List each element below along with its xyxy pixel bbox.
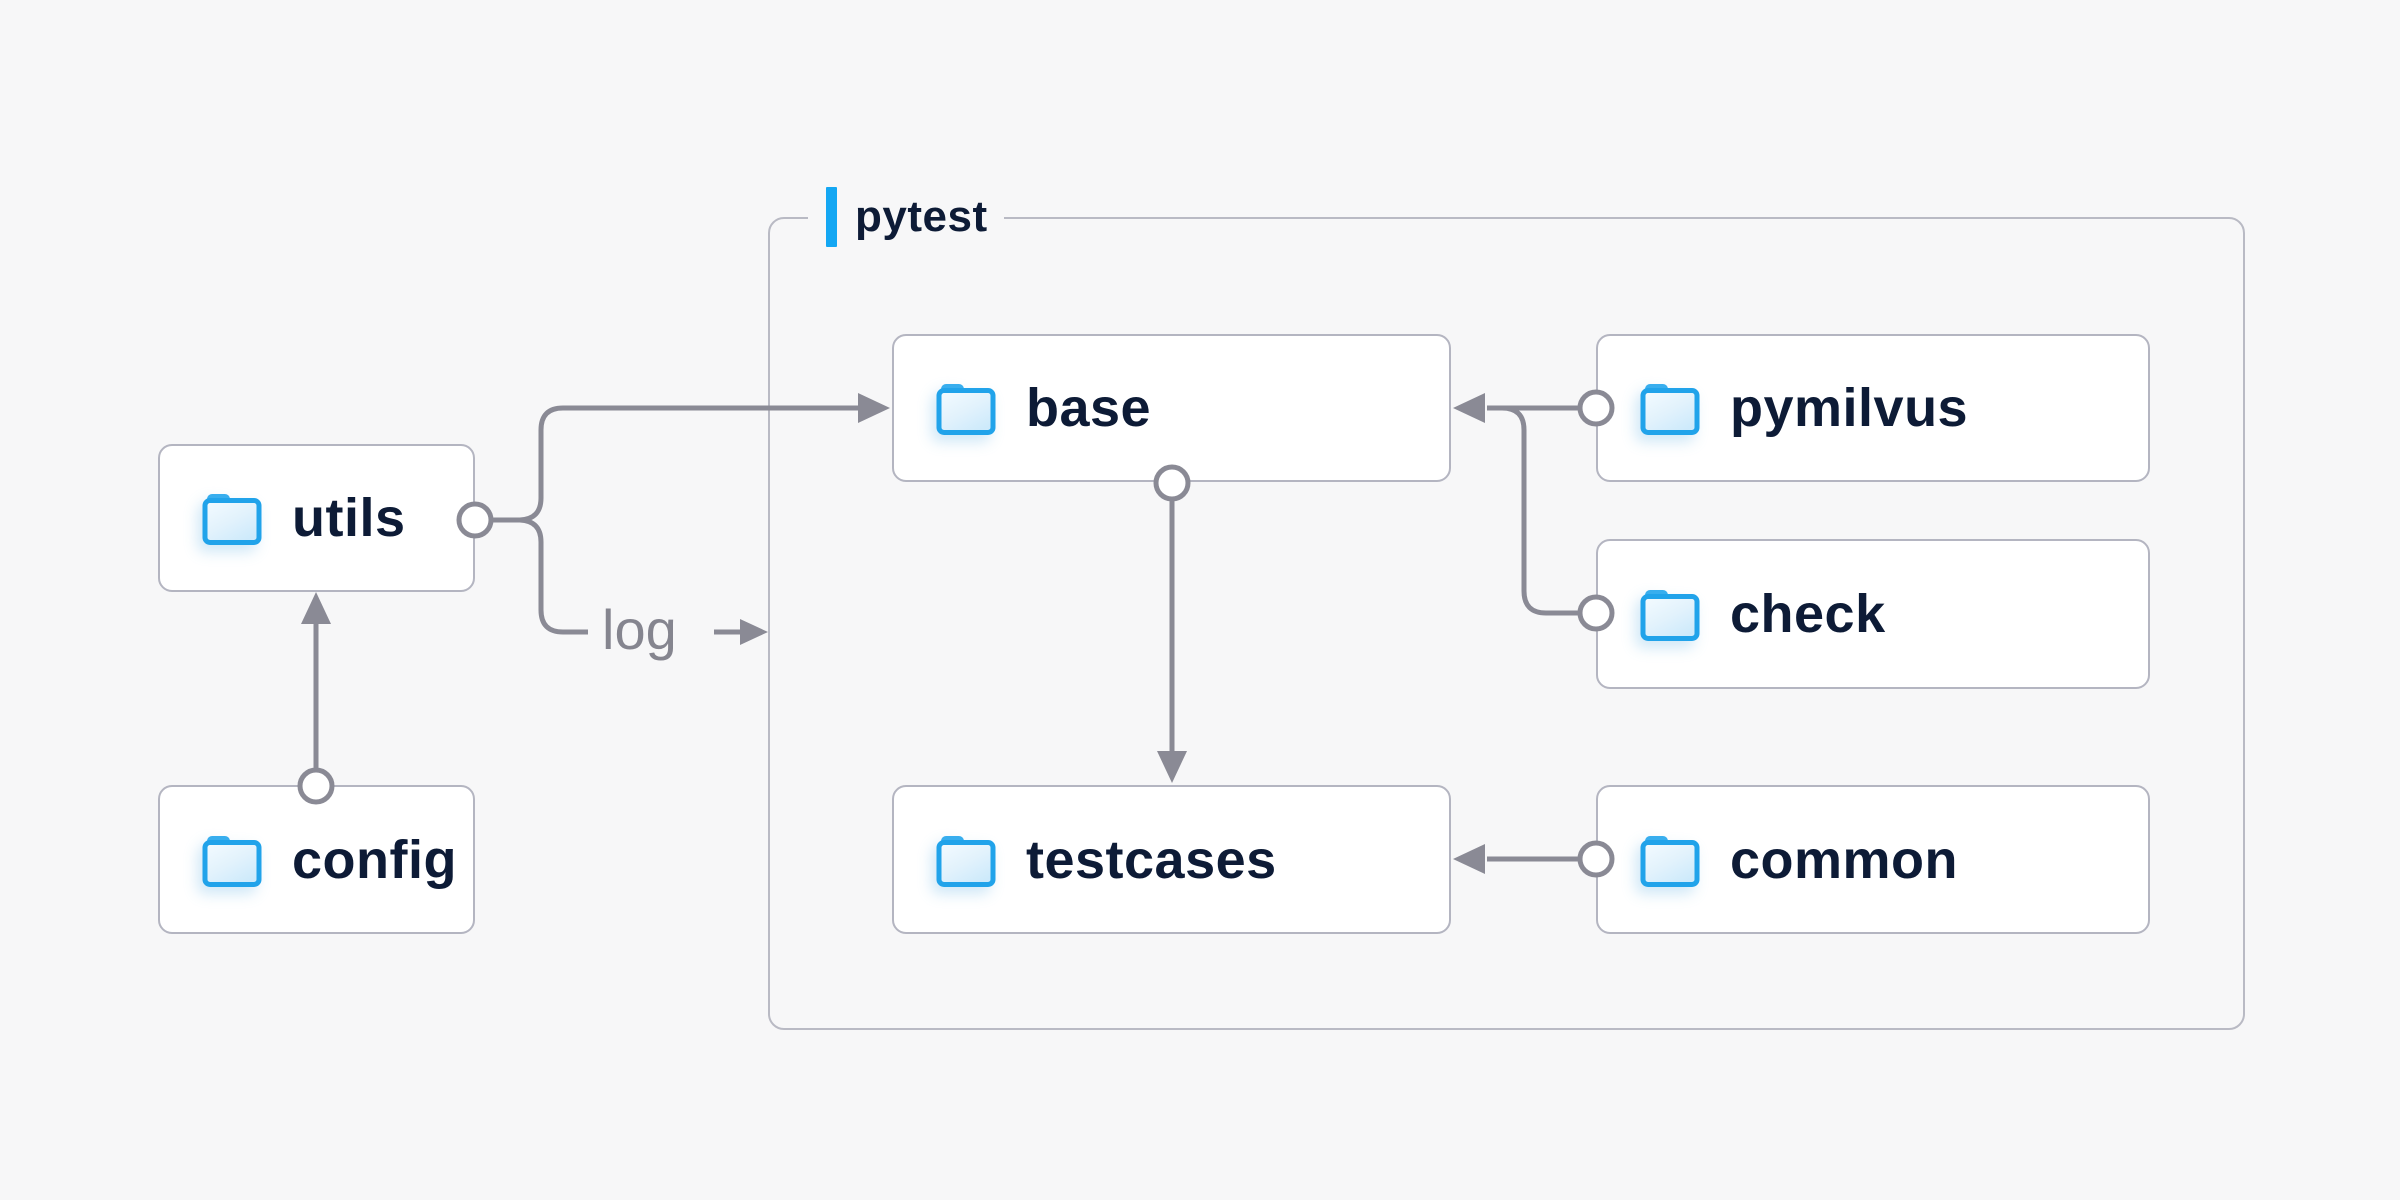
folder-icon <box>1638 379 1702 437</box>
group-title: pytest <box>855 192 988 241</box>
pytest-group-label: pytest <box>808 181 1004 253</box>
edge-utils-log <box>519 517 588 635</box>
node-pymilvus: pymilvus <box>1596 334 2150 482</box>
node-label: config <box>292 829 457 890</box>
edge-annotation-log: log <box>602 598 677 661</box>
arrowhead-log <box>740 619 768 645</box>
node-label: common <box>1730 829 1959 890</box>
folder-icon <box>934 379 998 437</box>
pytest-group-container <box>768 217 2245 1030</box>
node-label: pymilvus <box>1730 378 1969 438</box>
node-label: testcases <box>1026 829 1277 890</box>
node-base: base <box>892 334 1451 482</box>
folder-icon <box>934 831 998 889</box>
node-utils: utils <box>158 444 475 592</box>
node-check: check <box>1596 539 2150 689</box>
node-config: config <box>158 785 475 934</box>
folder-icon <box>200 831 264 889</box>
folder-icon <box>1638 585 1702 643</box>
arrowhead-config-utils <box>301 592 331 624</box>
node-testcases: testcases <box>892 785 1451 934</box>
node-label: base <box>1026 378 1152 438</box>
folder-icon <box>1638 831 1702 889</box>
node-common: common <box>1596 785 2150 934</box>
node-label: check <box>1730 584 1886 644</box>
accent-bar <box>826 187 837 247</box>
node-label: utils <box>292 488 406 548</box>
folder-icon <box>200 489 264 547</box>
